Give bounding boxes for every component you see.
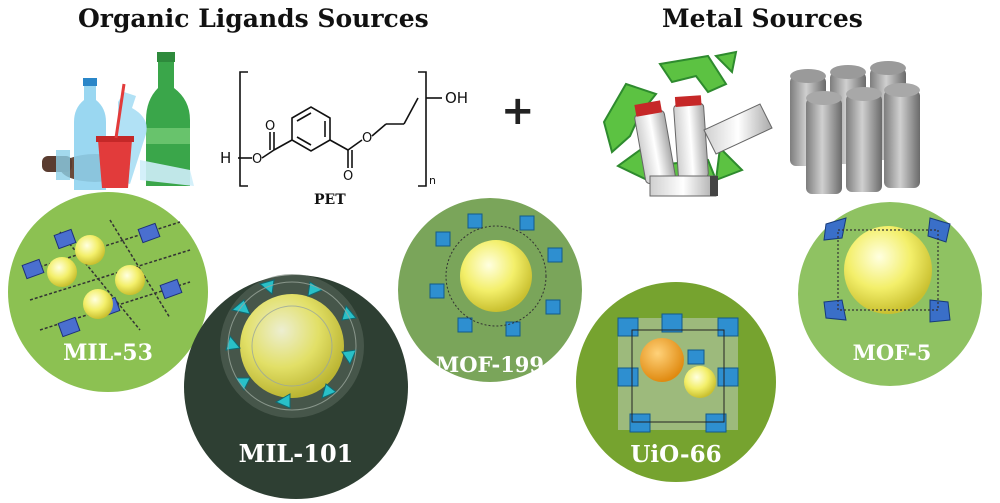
mof-mil101: MIL-101	[184, 274, 408, 499]
mof-label-mof5: MOF-5	[853, 340, 932, 365]
pet-repeat-subscript: n	[429, 174, 436, 187]
pet-atom-labels: O O O O	[252, 119, 372, 184]
mof-mof199: MOF-199	[398, 198, 582, 382]
pet-label: PET	[314, 192, 346, 208]
mof-label-mof199: MOF-199	[436, 352, 544, 377]
pet-hydrogen: H	[220, 149, 231, 167]
metal-cans-icon	[790, 61, 920, 194]
battery-icon	[634, 95, 773, 197]
organic-ligands-heading: Organic Ligands Sources	[78, 4, 429, 33]
svg-text:O: O	[343, 169, 353, 184]
pet-structure	[238, 71, 442, 187]
mof-uio66: UiO-66	[576, 282, 776, 482]
svg-text:O: O	[265, 119, 275, 134]
mof-label-uio66: UiO-66	[630, 441, 721, 468]
svg-text:O: O	[252, 152, 262, 167]
mof-label-mil101: MIL-101	[239, 439, 354, 468]
plastic-bottles-icon	[42, 52, 194, 190]
pet-hydroxyl: OH	[445, 89, 468, 107]
metal-sources-heading: Metal Sources	[662, 4, 863, 33]
mof-label-mil53: MIL-53	[63, 340, 153, 366]
mof-mil53: MIL-53	[8, 192, 208, 392]
svg-text:O: O	[362, 131, 372, 146]
plus-sign: +	[501, 88, 535, 134]
mof-mof5: MOF-5	[798, 202, 982, 386]
